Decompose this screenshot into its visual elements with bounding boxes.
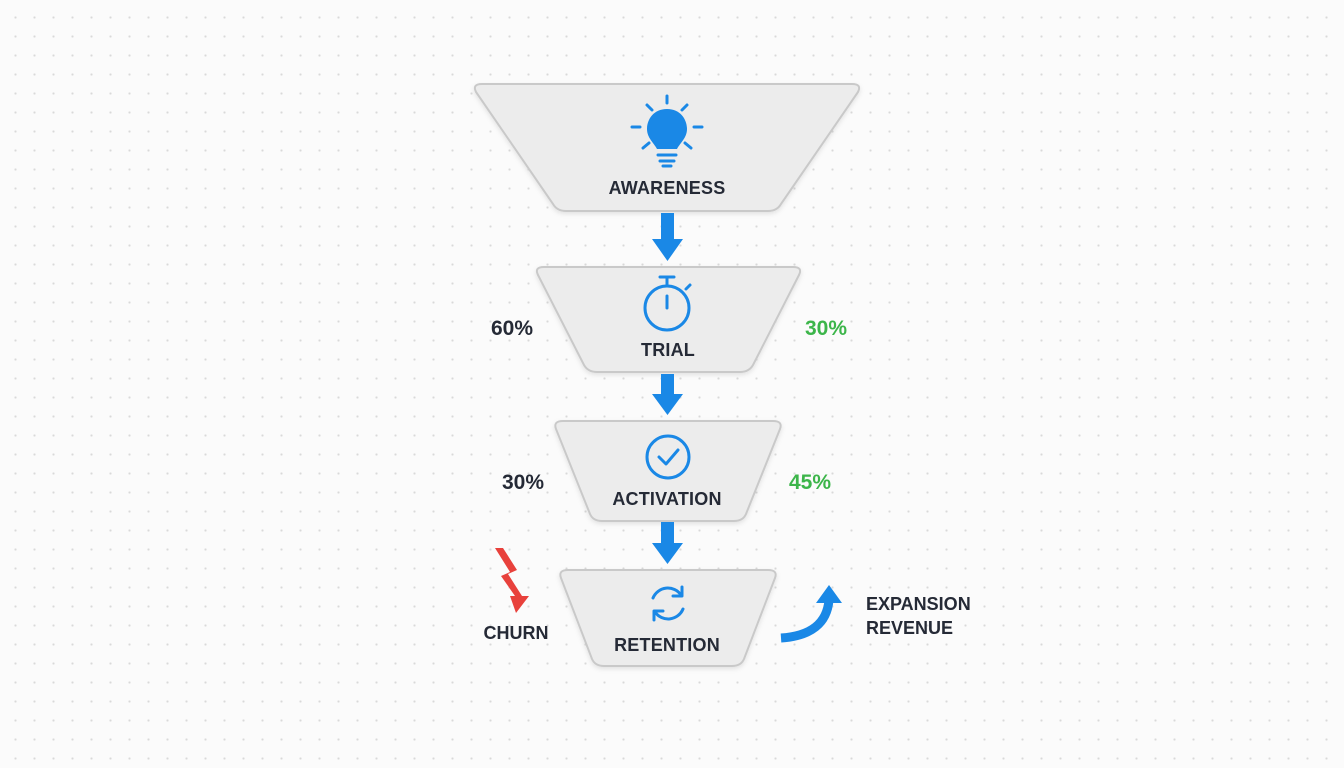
stage-trial: TRIAL (535, 266, 802, 373)
activation-left-rate: 30% (502, 471, 544, 494)
churn-label: CHURN (484, 623, 549, 643)
flow-arrow-down (652, 213, 683, 261)
expansion-callout: EXPANSION REVENUE (780, 585, 971, 643)
stage-label-retention: RETENTION (614, 635, 720, 655)
refresh-icon (651, 585, 685, 622)
lightning-bolt-icon (495, 548, 529, 613)
flow-arrow-down (652, 374, 683, 415)
stopwatch-icon (643, 275, 692, 332)
activation-right-rate: 45% (789, 471, 831, 494)
expansion-label-line2: REVENUE (866, 618, 953, 638)
stage-label-awareness: AWARENESS (609, 178, 726, 198)
stage-label-trial: TRIAL (641, 340, 695, 360)
stage-awareness: AWARENESS (473, 83, 861, 212)
stage-retention: RETENTION (559, 569, 777, 667)
expansion-label-line1: EXPANSION (866, 594, 971, 614)
flow-arrow-down (652, 522, 683, 564)
churn-callout: CHURN (484, 548, 549, 643)
stage-activation: ACTIVATION (554, 420, 782, 522)
curved-up-arrow-icon (780, 585, 842, 643)
trial-right-rate: 30% (805, 317, 847, 340)
trial-left-rate: 60% (491, 317, 533, 340)
stage-label-activation: ACTIVATION (612, 489, 721, 509)
check-circle-icon (645, 434, 691, 480)
lightbulb-icon (630, 94, 704, 168)
